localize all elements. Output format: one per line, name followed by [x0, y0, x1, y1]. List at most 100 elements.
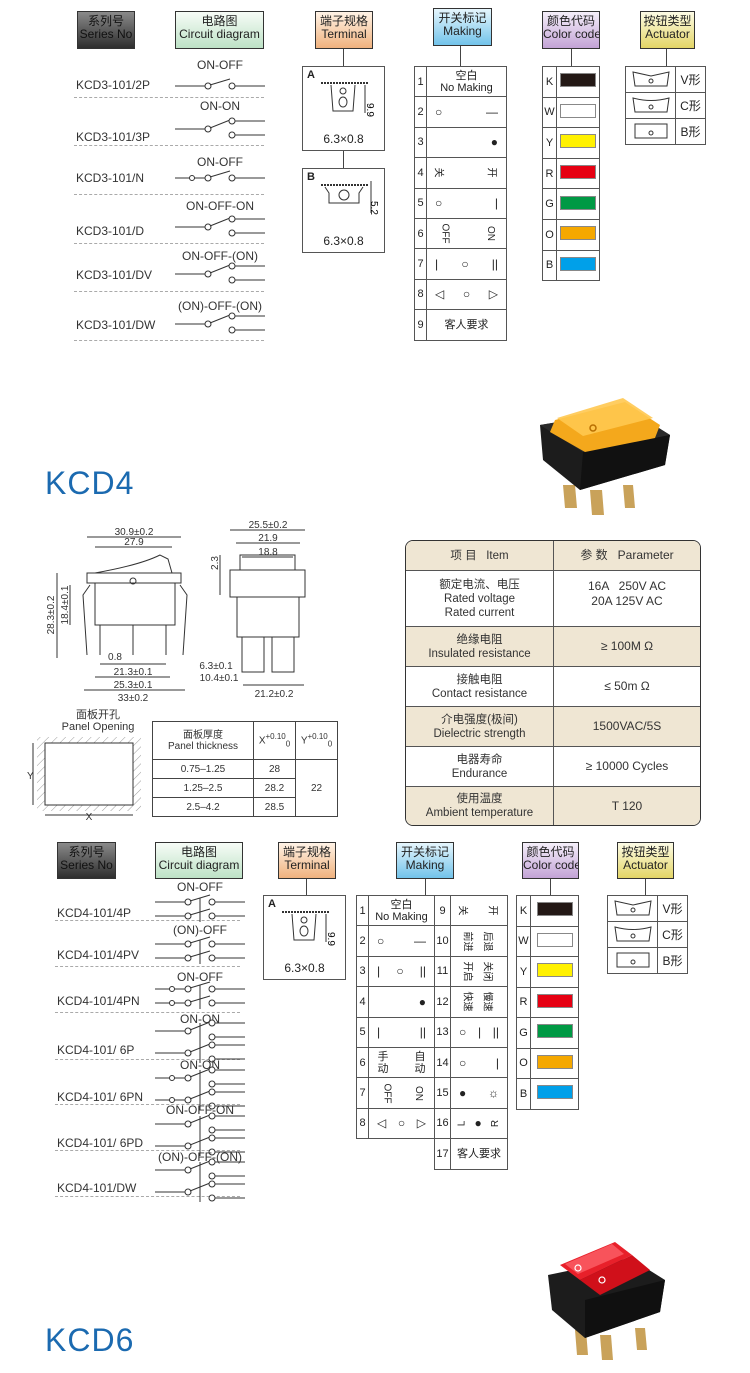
color-code-letter: K [516, 895, 531, 927]
dim-text: 21.9 [258, 533, 278, 544]
item-text: Rated voltage [444, 592, 515, 605]
color-code-letter: B [516, 1078, 531, 1110]
connector-line [306, 879, 307, 895]
color-swatch-cell [556, 96, 600, 129]
x-header: X+0.100 [253, 721, 296, 760]
making-symbol: || [419, 964, 426, 979]
color-swatch-cell [556, 157, 600, 190]
parameter-value: ≤ 50m Ω [554, 667, 700, 706]
header-en: Actuator [645, 27, 690, 41]
circuit-label: ON-OFF [177, 970, 223, 984]
header-cn: 开关标记 [438, 11, 487, 25]
making-symbols: ||| [369, 1025, 434, 1039]
making-number: 3 [356, 955, 369, 988]
color-row: W [516, 925, 579, 957]
making-row: 8◁○▷ [414, 278, 507, 311]
making-symbols: 关开 [451, 903, 507, 918]
making-number: 7 [414, 248, 427, 280]
terminal-label: B [307, 171, 315, 183]
row-divider [55, 1012, 240, 1013]
kcd6-title: KCD6 [45, 1322, 135, 1358]
making-number: 4 [356, 986, 369, 1018]
making-symbol: OFF [381, 1083, 393, 1104]
circuit-diagram [155, 1112, 245, 1156]
making-symbol: ● [459, 1086, 467, 1101]
header-en: Color code [523, 858, 579, 872]
making-number: 5 [356, 1016, 369, 1048]
header-cn: 颜色代码 [546, 14, 595, 28]
making-symbols: ●☼ [451, 1086, 507, 1100]
making-cell: 快速慢速 [450, 986, 508, 1018]
making-cell: ||| [368, 1016, 435, 1048]
circuit-diagram [175, 312, 265, 334]
actuator-c-shape-icon [613, 926, 652, 942]
parameter-header-cell: 项 目 Item [406, 541, 554, 570]
header-cn: 按钮类型 [621, 845, 670, 859]
actuator-label: B形 [657, 947, 688, 974]
color-code-letter: R [542, 157, 557, 190]
making-symbols: ○| [451, 1056, 507, 1070]
circuit-diagram [155, 1158, 245, 1202]
series-model: KCD3-101/D [76, 224, 145, 238]
color-swatch-cell [530, 986, 579, 1018]
making-symbol: ☼ [488, 1086, 499, 1101]
dimension-drawing: 30.9±0.2 27.9 28.3±0.2 18.4±0.1 0.8 21.3… [46, 520, 306, 704]
making-symbol: 前进 [461, 931, 473, 952]
header-cn: 端子规格 [282, 845, 331, 859]
color-swatch [560, 73, 596, 88]
color-swatch-cell [530, 1078, 579, 1110]
making-cell: 关开 [450, 894, 508, 927]
making-symbol: ▷ [488, 287, 498, 302]
color-swatch-cell [556, 66, 600, 98]
making-symbol: ○ [377, 934, 385, 949]
making-symbol: 快速 [461, 991, 473, 1012]
making-text: 客人要求 [457, 1147, 501, 1160]
color-row: K [516, 895, 579, 927]
circuit-diagram [155, 1019, 245, 1063]
header-en: Terminal [284, 858, 330, 872]
series-model: KCD3-101/2P [76, 78, 151, 92]
making-symbols: ◁○▷ [369, 1116, 434, 1130]
color-code-letter: W [542, 96, 557, 129]
dim-text: 21.3±0.1 [114, 667, 153, 678]
connector-line [550, 879, 551, 895]
connector-line [666, 49, 667, 66]
row-divider [74, 97, 264, 98]
circuit-label: (ON)-OFF-(ON) [158, 1150, 242, 1164]
y-header: Y+0.100 [295, 721, 338, 760]
actuator-label: B形 [675, 118, 706, 145]
terminal-drawing: 5.2 [321, 181, 379, 215]
thickness-cell: 0.75–1.25 [152, 759, 254, 779]
circuit-label: ON-OFF-(ON) [182, 249, 258, 263]
color-swatch [536, 932, 573, 947]
color-row: Y [516, 956, 579, 988]
making-symbol: 慢速 [481, 991, 493, 1012]
making-symbol: — [414, 934, 426, 949]
x-cell: 28.5 [253, 797, 296, 817]
color-code-letter: R [516, 986, 531, 1018]
value-text: ≥ 10000 Cycles [585, 759, 669, 773]
making-number: 3 [414, 126, 427, 159]
making-symbol: ▷ [416, 1116, 426, 1131]
tol-zero: 0 [327, 739, 333, 749]
header-text: 项 目 Item [450, 549, 509, 562]
making-number: 17 [434, 1138, 451, 1170]
header-cn: 端子规格 [319, 14, 368, 28]
making-symbol: ○ [462, 287, 471, 302]
color-code-letter: G [516, 1017, 531, 1049]
dim-text: 28.3±0.2 [46, 595, 57, 634]
